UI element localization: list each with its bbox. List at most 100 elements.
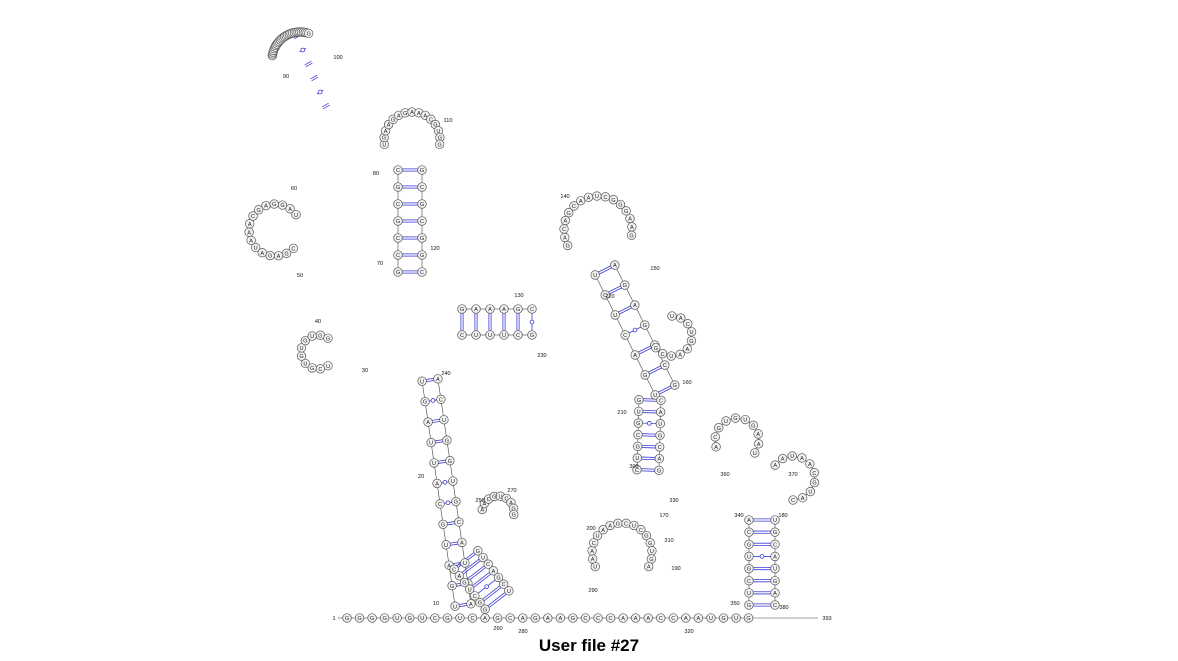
- position-label: 40: [315, 319, 321, 325]
- nucleotide: G: [380, 613, 390, 623]
- position-label: 150: [650, 266, 659, 272]
- nucleotide-circle: [644, 561, 654, 572]
- nucleotide-circle: [721, 416, 731, 426]
- nucleotide-letter: A: [482, 502, 486, 508]
- nucleotide-circle: [770, 539, 780, 549]
- nucleotide: C: [621, 518, 631, 528]
- nucleotide-letter: A: [587, 195, 591, 201]
- nucleotide: U: [740, 414, 750, 425]
- nucleotide-circle: [744, 576, 754, 586]
- nucleotide-letter: A: [480, 508, 484, 514]
- nucleotide-circle: [744, 551, 754, 562]
- nucleotide: G: [269, 199, 279, 209]
- nucleotide-letter: C: [592, 541, 596, 547]
- nucleotide-letter: G: [492, 495, 496, 501]
- nucleotide-circle: [460, 558, 470, 568]
- nucleotide: G: [633, 418, 643, 428]
- nucleotide: A: [656, 407, 666, 417]
- nucleotide-circle: [527, 330, 537, 340]
- nucleotide-letter: U: [593, 565, 597, 571]
- base-pair-line: [310, 74, 318, 80]
- nucleotide-circle: [654, 453, 664, 464]
- nucleotide: C: [470, 591, 480, 601]
- position-label: 230: [537, 353, 546, 359]
- nucleotide-circle: [610, 310, 620, 320]
- nucleotide: C: [600, 192, 611, 202]
- nucleotide-circle: [675, 349, 685, 359]
- nucleotide: C: [600, 290, 610, 300]
- base-pair-line: [482, 585, 500, 600]
- nucleotide-circle: [448, 476, 458, 486]
- nucleotide-letter: C: [773, 542, 777, 548]
- nucleotide: G: [621, 206, 631, 216]
- nucleotide: U: [307, 331, 317, 341]
- nucleotide: G: [620, 280, 630, 290]
- nucleotide-circle: [393, 165, 403, 175]
- nucleotide: C: [668, 613, 678, 623]
- nucleotide: A: [499, 304, 509, 314]
- nucleotide-letter: G: [396, 219, 400, 225]
- nucleotide-letter: G: [408, 616, 412, 622]
- nucleotide-circle: [636, 525, 646, 535]
- nucleotide: A: [643, 613, 653, 623]
- nucleotide-circle: [797, 493, 808, 503]
- nucleotide: A: [257, 248, 267, 258]
- nucleotide-letter: U: [326, 364, 330, 370]
- nucleotide-circle: [770, 515, 780, 525]
- nucleotide-letter: U: [690, 330, 694, 336]
- position-label: 170: [659, 513, 668, 519]
- nucleotide-letter: G: [644, 534, 648, 540]
- nucleotide: A: [797, 453, 807, 463]
- nucleotide-letter: C: [438, 502, 442, 508]
- nucleotide-letter: U: [502, 333, 506, 339]
- nucleotide: U: [666, 351, 676, 361]
- nucleotide: A: [485, 304, 495, 314]
- position-label: 20: [418, 474, 424, 480]
- nucleotide-letter: A: [678, 352, 682, 358]
- base-pair-line: [608, 285, 621, 293]
- nucleotide-letter: A: [773, 591, 777, 597]
- nucleotide-circle: [770, 563, 780, 574]
- nucleotide: A: [753, 429, 763, 439]
- position-label: 120: [430, 246, 439, 252]
- nucleotide-letter: A: [685, 347, 689, 353]
- nucleotide: G: [686, 336, 697, 346]
- nucleotide-letter: U: [474, 333, 478, 339]
- nucleotide-letter: A: [488, 307, 492, 313]
- nucleotide: A: [770, 588, 780, 598]
- nucleotide: C: [457, 330, 467, 340]
- nucleotide-circle: [447, 581, 457, 591]
- nucleotide-circle: [655, 418, 665, 429]
- nucleotide: C: [527, 304, 537, 314]
- nucleotide-circle: [621, 206, 631, 216]
- nucleotide-circle: [640, 370, 650, 380]
- nucleotide-circle: [439, 415, 449, 425]
- nucleotide-letter: A: [630, 225, 634, 231]
- nucleotide-letter: U: [724, 419, 728, 425]
- nucleotide: U: [417, 613, 427, 623]
- base-pair-line: [447, 523, 455, 526]
- nucleotide-letter: G: [403, 111, 407, 117]
- nucleotide-circle: [436, 394, 446, 404]
- nucleotide-circle: [393, 182, 403, 192]
- nucleotide: A: [423, 417, 433, 427]
- nucleotide-letter: A: [659, 410, 663, 416]
- nucleotide-letter: G: [433, 123, 437, 129]
- nucleotide: A: [454, 571, 464, 581]
- nucleotide: C: [417, 182, 427, 192]
- nucleotide-letter: C: [596, 616, 600, 622]
- nucleotide-letter: G: [733, 416, 737, 422]
- nucleotide-letter: C: [502, 582, 506, 588]
- base-pair-line: [322, 104, 330, 110]
- base-pair-line: [463, 560, 481, 575]
- nucleotide-circle: [750, 448, 760, 458]
- nucleotide-letter: U: [747, 555, 751, 561]
- nucleotide: G: [646, 554, 657, 564]
- nucleotide-letter: U: [790, 454, 794, 460]
- nucleotide: G: [438, 519, 448, 529]
- nucleotide-circle: [593, 613, 603, 623]
- nucleotide: G: [714, 423, 724, 433]
- nucleotide-circle: [655, 442, 665, 452]
- nucleotide-letter: C: [318, 367, 322, 373]
- nucleotide-circle: [480, 604, 490, 614]
